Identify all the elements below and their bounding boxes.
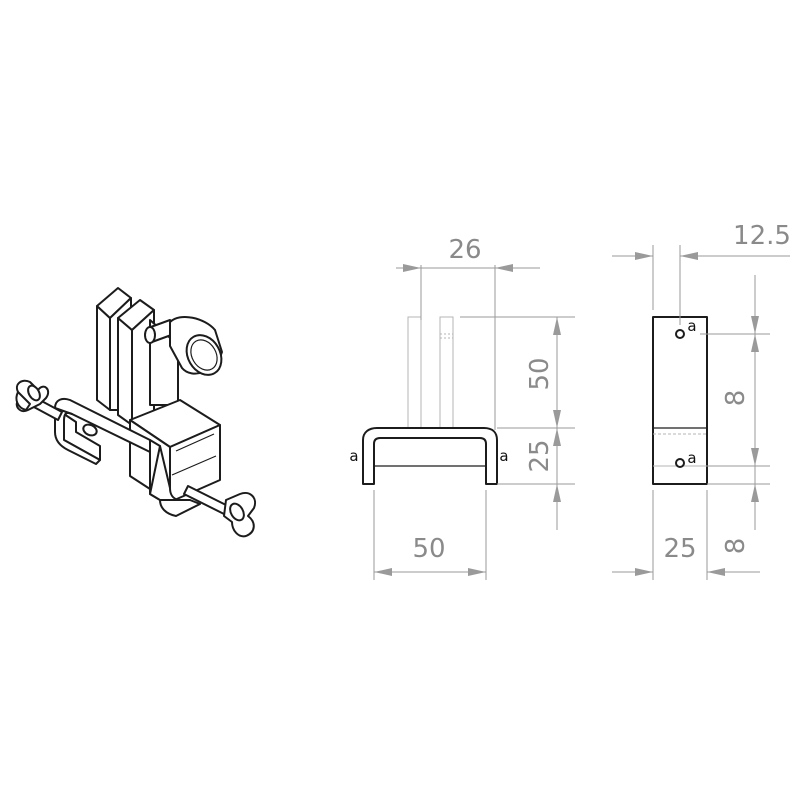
iso-right-wing-screw xyxy=(183,485,256,538)
side-dimensions xyxy=(612,245,790,580)
iso-back-plates xyxy=(96,287,179,426)
side-hole-top xyxy=(675,329,685,339)
iso-u-clamp xyxy=(54,397,201,517)
hole-mark-front-left: a xyxy=(349,447,358,465)
dim-side-height-lower: 8 xyxy=(721,538,751,555)
front-dimensions xyxy=(373,264,575,580)
front-u-bracket xyxy=(362,427,498,485)
iso-knob xyxy=(144,315,223,376)
dim-side-height-upper: 8 xyxy=(721,390,751,407)
iso-left-wing-screw xyxy=(15,379,63,421)
side-plate xyxy=(652,316,708,485)
hole-mark-side-top: a xyxy=(687,317,696,335)
dim-front-top-width: 26 xyxy=(448,235,481,265)
dim-side-offset: 12.5 xyxy=(733,221,791,251)
side-hole-bottom xyxy=(675,458,685,468)
front-ghost-plate-left xyxy=(407,316,422,432)
dim-side-width: 25 xyxy=(663,534,696,564)
hole-mark-side-bottom: a xyxy=(687,449,696,467)
front-view: 26 50 25 50 a a xyxy=(349,235,575,580)
dim-front-height-upper: 50 xyxy=(525,357,555,390)
isometric-view xyxy=(15,287,256,538)
hole-mark-front-right: a xyxy=(499,447,508,465)
side-view: 12.5 8 25 8 a a xyxy=(612,221,791,580)
iso-lower-block xyxy=(129,399,221,503)
dim-front-height-lower: 25 xyxy=(525,439,555,472)
dim-front-bottom-width: 50 xyxy=(412,534,445,564)
